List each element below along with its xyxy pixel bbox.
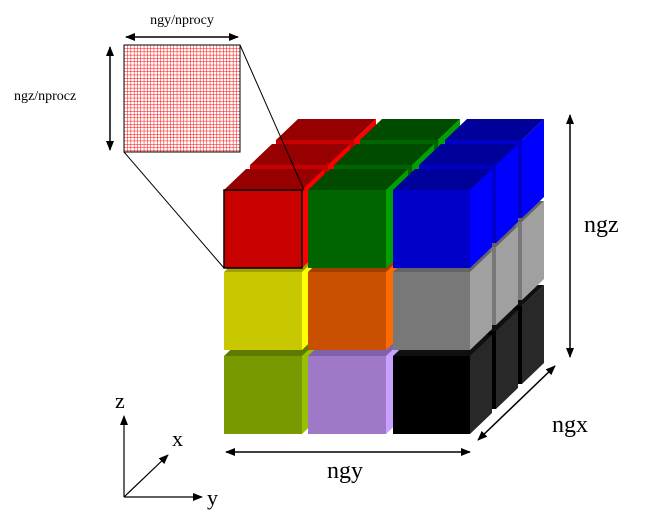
cube-front-face <box>224 356 302 434</box>
cube-top-face <box>308 169 408 190</box>
cube-side-face <box>470 251 492 350</box>
cube-top-face <box>445 119 544 140</box>
cube-top-face <box>334 144 434 165</box>
cube-front-face <box>308 190 386 268</box>
x-axis <box>123 454 169 498</box>
z-axis-label: z <box>115 388 125 413</box>
inset-connector-line <box>123 151 225 269</box>
cube-side-face <box>522 285 544 384</box>
cube-side-face <box>470 169 492 268</box>
cube-side-face <box>496 144 518 243</box>
cube-side-face <box>522 201 544 300</box>
ngx-arrow <box>477 365 556 441</box>
cube-side-face <box>522 119 544 218</box>
cube-front-face <box>393 190 470 268</box>
cube-front-face <box>224 190 302 268</box>
cube-top-face <box>224 169 324 190</box>
cube-top-face <box>250 144 350 165</box>
inset-connector-line <box>239 44 305 191</box>
ngz-label: ngz <box>584 212 619 238</box>
cube-front-face <box>393 356 470 434</box>
cube-front-face <box>224 272 302 350</box>
cube-front-face <box>393 272 470 350</box>
cube-front-face <box>308 272 386 350</box>
cube-top-face <box>360 119 460 140</box>
cube-top-face <box>393 169 492 190</box>
cube-top-face <box>276 119 376 140</box>
cube-front-face <box>308 356 386 434</box>
processor-cube-block <box>223 119 544 434</box>
highlighted-subdomain-outline <box>223 189 303 269</box>
ngy-label: ngy <box>327 458 363 484</box>
x-axis-label: x <box>172 426 183 451</box>
ngx-label: ngx <box>552 412 588 438</box>
y-axis-label: y <box>207 485 218 510</box>
cube-top-face <box>419 144 518 165</box>
inset-grid <box>123 44 241 153</box>
inset-height-label: ngz/nprocz <box>14 89 76 104</box>
cube-side-face <box>496 226 518 325</box>
inset-width-label: ngy/nprocy <box>150 13 214 28</box>
